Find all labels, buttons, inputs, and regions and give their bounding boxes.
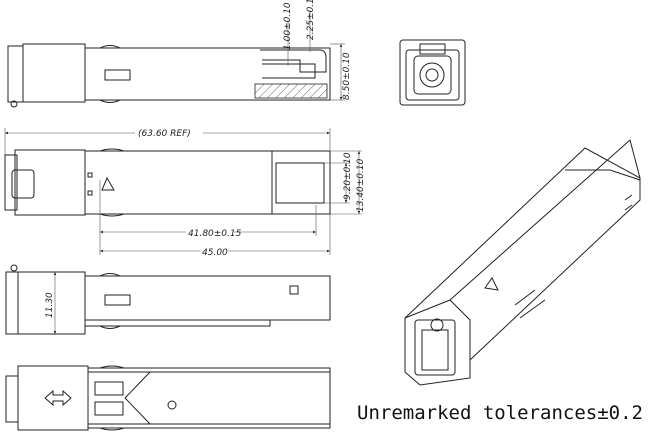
dim-63-60: (63.60 REF) bbox=[138, 129, 191, 139]
tolerance-note: Unremarked tolerances±0.2 bbox=[357, 402, 643, 424]
dim-11-30: 11.30 bbox=[45, 292, 55, 318]
dim-9-20: 9.20±0.10 bbox=[343, 152, 353, 200]
bottom-view bbox=[5, 365, 331, 431]
dim-13-40: 13.40±0.10 bbox=[356, 158, 366, 212]
dim-2-25: 2.25±0.10 bbox=[306, 0, 316, 40]
side-view-bottom: 11.30 bbox=[5, 264, 331, 335]
dim-41-80: 41.80±0.15 bbox=[188, 229, 242, 239]
dim-8-50: 8.50±0.10 bbox=[342, 52, 352, 100]
isometric-view bbox=[404, 139, 641, 386]
side-view-top: 1.00±0.10 2.25±0.10 8.50±0.10 bbox=[7, 0, 352, 108]
front-view bbox=[399, 39, 466, 106]
dim-1-00: 1.00±0.10 bbox=[283, 2, 293, 50]
plan-view: (63.60 REF) 9.20±0.10 13.40±0.10 41.80±0… bbox=[4, 126, 366, 258]
dim-45-00: 45.00 bbox=[202, 248, 228, 258]
